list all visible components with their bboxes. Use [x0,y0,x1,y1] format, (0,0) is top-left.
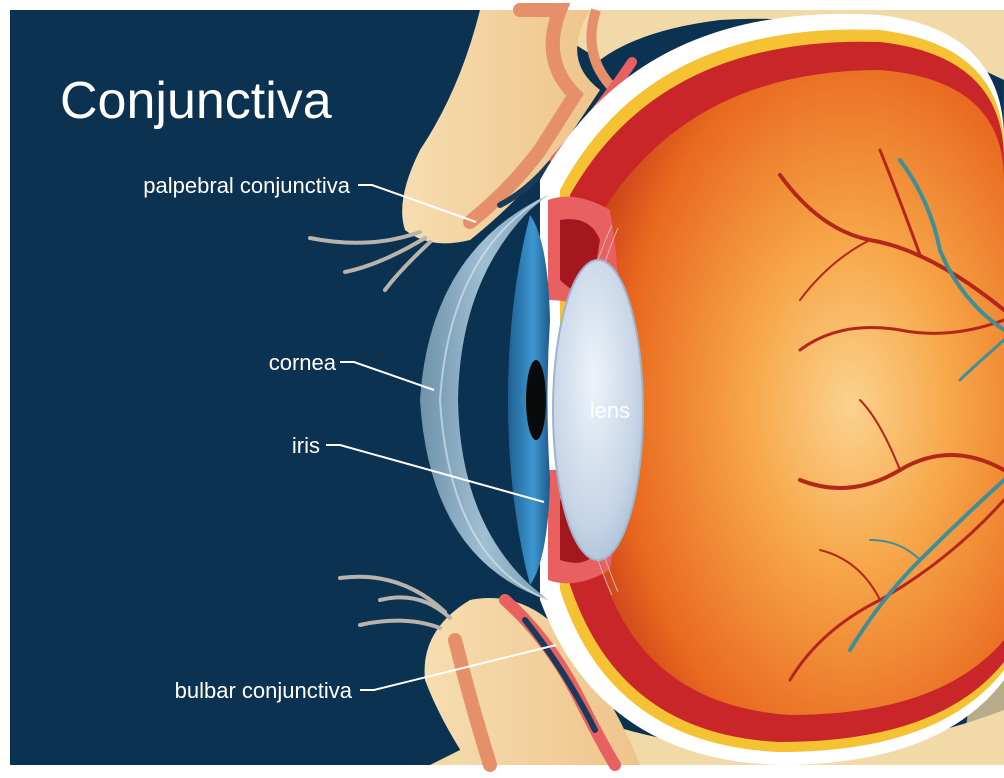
pupil [526,360,546,440]
label-lens: lens [590,398,630,423]
page-title: Conjunctiva [60,72,332,130]
label-cornea: cornea [269,350,337,375]
label-palpebral-conjunctiva: palpebral conjunctiva [143,173,350,198]
label-bulbar-conjunctiva: bulbar conjunctiva [175,678,353,703]
label-iris: iris [292,433,320,458]
